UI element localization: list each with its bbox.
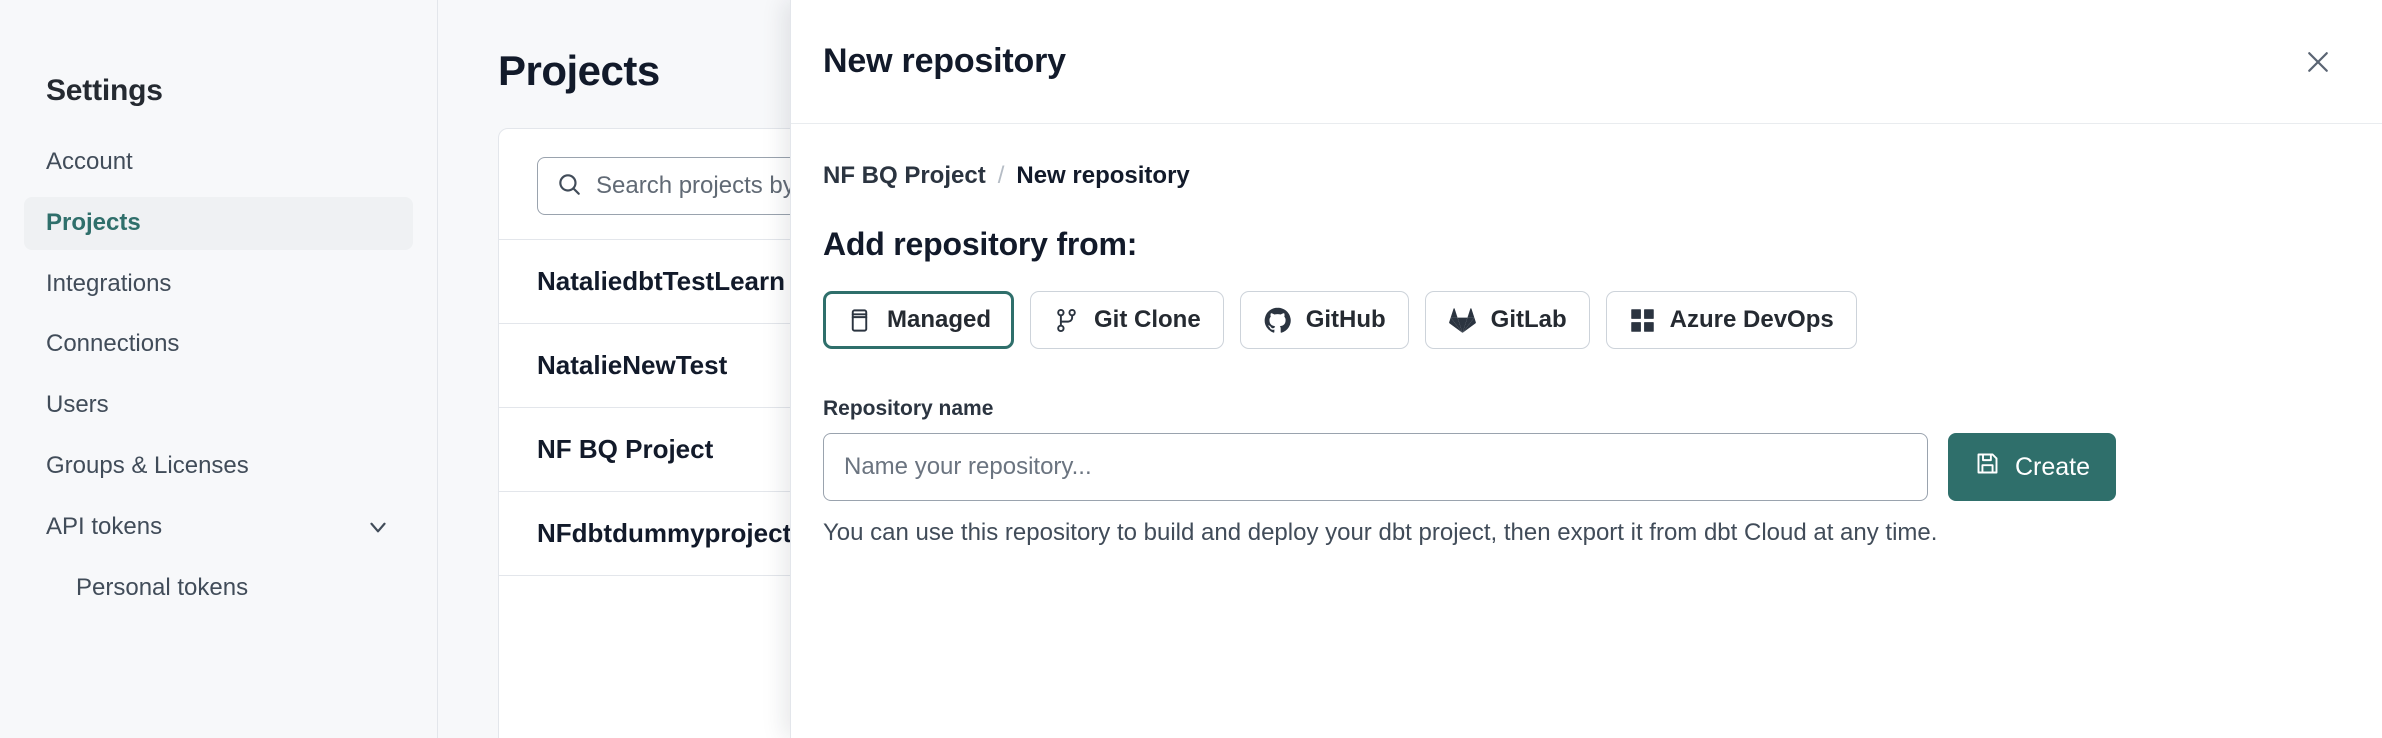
source-option-github[interactable]: GitHub	[1239, 291, 1409, 349]
close-icon[interactable]	[2296, 40, 2340, 84]
azure-devops-icon	[1629, 307, 1656, 334]
source-option-label: Git Clone	[1094, 306, 1201, 333]
sidebar-item-label: Users	[46, 391, 109, 419]
source-option-label: Managed	[887, 306, 992, 333]
page-title: Projects	[498, 47, 660, 94]
source-option-gitlab[interactable]: GitLab	[1424, 291, 1590, 349]
save-icon	[1974, 450, 2001, 484]
add-repository-from-heading: Add repository from:	[823, 226, 1138, 262]
repository-help-text: You can use this repository to build and…	[823, 519, 1938, 546]
sidebar-item-label: Projects	[46, 208, 141, 236]
sidebar-item-label: Groups & Licenses	[46, 451, 249, 479]
sidebar-item-connections[interactable]: Connections	[24, 318, 413, 371]
sidebar-nav: Account Projects Integrations Connection…	[24, 136, 413, 614]
new-repository-modal: New repository NF BQ Project / New repos…	[790, 0, 2382, 738]
database-icon	[846, 307, 873, 334]
repository-source-options: Managed Git Clone GitHub	[823, 291, 2350, 349]
source-option-git-clone[interactable]: Git Clone	[1030, 291, 1224, 349]
sidebar-item-users[interactable]: Users	[24, 379, 413, 432]
source-option-azure-devops[interactable]: Azure DevOps	[1605, 291, 1857, 349]
breadcrumb-parent-link[interactable]: NF BQ Project	[823, 162, 986, 189]
repository-name-input[interactable]	[823, 433, 1928, 501]
sidebar-item-personal-tokens[interactable]: Personal tokens	[24, 562, 413, 615]
breadcrumb: NF BQ Project / New repository	[823, 162, 2350, 190]
sidebar-item-account[interactable]: Account	[24, 136, 413, 189]
github-icon	[1263, 306, 1292, 335]
sidebar-title: Settings	[46, 74, 163, 107]
breadcrumb-current: New repository	[1016, 162, 1190, 189]
git-branch-icon	[1053, 307, 1080, 334]
sidebar-item-integrations[interactable]: Integrations	[24, 258, 413, 311]
sidebar-item-api-tokens[interactable]: API tokens	[24, 501, 413, 554]
repository-name-label: Repository name	[823, 397, 994, 420]
sidebar-item-label: Account	[46, 148, 133, 175]
breadcrumb-separator: /	[997, 162, 1005, 189]
chevron-down-icon[interactable]	[365, 514, 391, 540]
settings-sidebar: Settings Account Projects Integrations C…	[0, 0, 438, 738]
modal-title: New repository	[823, 42, 1066, 80]
source-option-label: Azure DevOps	[1669, 306, 1834, 333]
gitlab-icon	[1448, 306, 1477, 335]
source-option-label: GitHub	[1305, 306, 1386, 333]
sidebar-item-label: API tokens	[46, 512, 163, 540]
sidebar-item-label: Connections	[46, 330, 180, 358]
sidebar-item-groups-licenses[interactable]: Groups & Licenses	[24, 440, 413, 493]
sidebar-item-label: Integrations	[46, 269, 172, 297]
modal-header: New repository	[791, 0, 2382, 124]
create-button[interactable]: Create	[1948, 433, 2117, 501]
sidebar-item-label: Personal tokens	[76, 573, 249, 601]
search-icon	[556, 171, 582, 202]
create-button-label: Create	[2015, 452, 2091, 481]
source-option-managed[interactable]: Managed	[823, 291, 1015, 349]
sidebar-item-projects[interactable]: Projects	[24, 196, 413, 250]
repository-name-row: Create	[823, 433, 2350, 501]
source-option-label: GitLab	[1490, 306, 1567, 333]
modal-body: NF BQ Project / New repository Add repos…	[791, 124, 2382, 547]
